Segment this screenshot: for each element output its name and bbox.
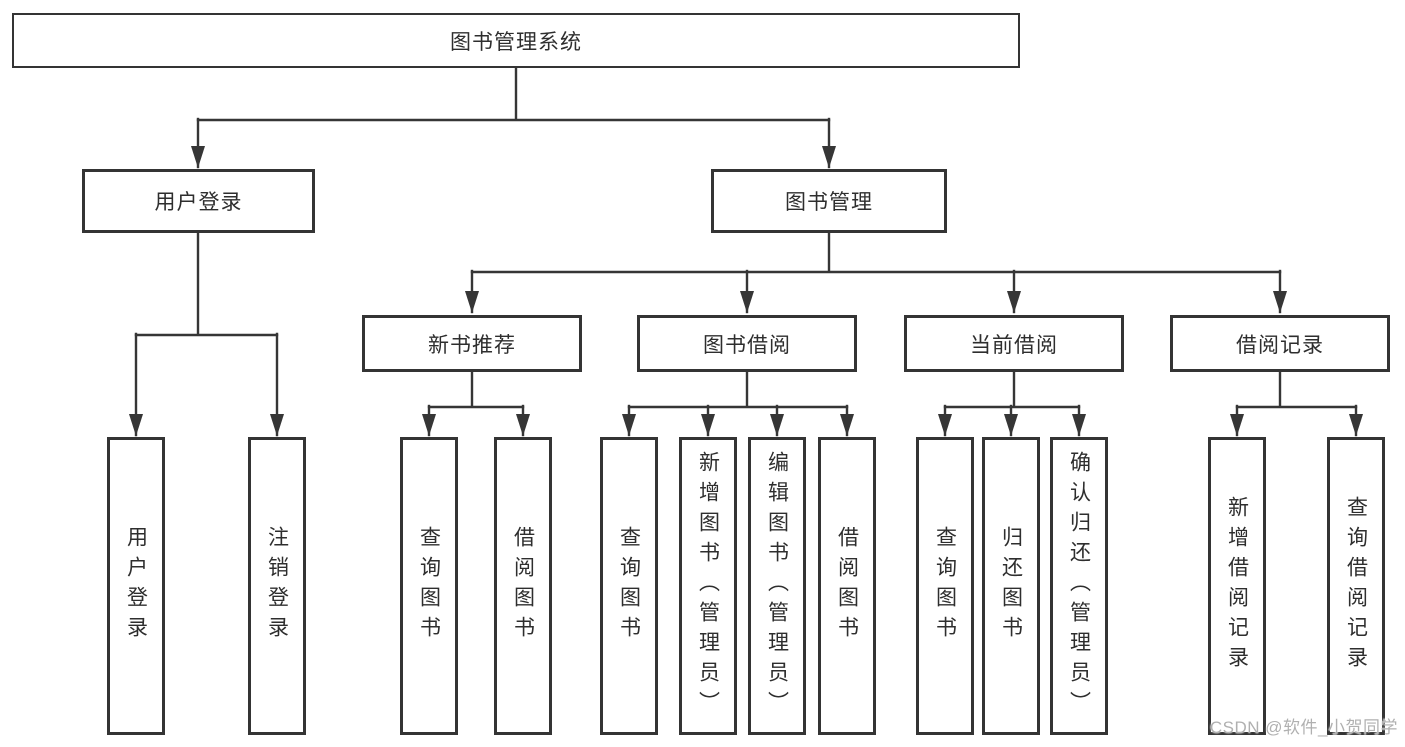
leaf-query-book-recommend: 查询图书: [400, 437, 458, 735]
leaf-query-book-current: 查询图书: [916, 437, 974, 735]
node-label: 借阅图书: [511, 526, 535, 646]
leaf-add-book-admin: 新增图书（管理员）: [679, 437, 737, 735]
node-label: 查询图书: [617, 526, 641, 646]
leaf-borrow-book: 借阅图书: [818, 437, 876, 735]
node-label: 新增借阅记录: [1225, 496, 1249, 676]
leaf-return-book: 归还图书: [982, 437, 1040, 735]
node-current-borrow: 当前借阅: [904, 315, 1124, 372]
node-book-borrow: 图书借阅: [637, 315, 857, 372]
node-label: 查询借阅记录: [1344, 496, 1368, 676]
leaf-edit-book-admin: 编辑图书（管理员）: [748, 437, 806, 735]
csdn-watermark: CSDN @软件_小贺同学: [1209, 718, 1398, 737]
leaf-borrow-book-recommend: 借阅图书: [494, 437, 552, 735]
node-label: 借阅图书: [835, 526, 859, 646]
node-label: 用户登录: [154, 191, 243, 214]
leaf-logout: 注销登录: [248, 437, 306, 735]
node-label: 查询图书: [417, 526, 441, 646]
node-label: 注销登录: [265, 526, 289, 646]
node-label: 用户登录: [124, 526, 148, 646]
node-label: 图书管理系统: [450, 30, 582, 54]
node-user-login: 用户登录: [82, 169, 315, 233]
node-label: 编辑图书（管理员）: [765, 451, 789, 721]
node-new-book-recommend: 新书推荐: [362, 315, 582, 372]
leaf-query-borrow-record: 查询借阅记录: [1327, 437, 1385, 735]
node-label: 新书推荐: [428, 333, 516, 357]
node-label: 当前借阅: [970, 333, 1058, 357]
node-borrow-record: 借阅记录: [1170, 315, 1390, 372]
node-label: 图书借阅: [703, 333, 791, 357]
leaf-query-book-borrow: 查询图书: [600, 437, 658, 735]
node-label: 确认归还（管理员）: [1067, 451, 1091, 721]
leaf-confirm-return-admin: 确认归还（管理员）: [1050, 437, 1108, 735]
node-label: 图书管理: [785, 191, 873, 214]
leaf-user-login: 用户登录: [107, 437, 165, 735]
node-label: 新增图书（管理员）: [696, 451, 720, 721]
node-label: 查询图书: [933, 526, 957, 646]
leaf-add-borrow-record: 新增借阅记录: [1208, 437, 1266, 735]
node-label: 借阅记录: [1236, 333, 1324, 357]
node-label: 归还图书: [999, 526, 1023, 646]
node-book-management: 图书管理: [711, 169, 947, 233]
node-library-management-system: 图书管理系统: [12, 13, 1020, 68]
